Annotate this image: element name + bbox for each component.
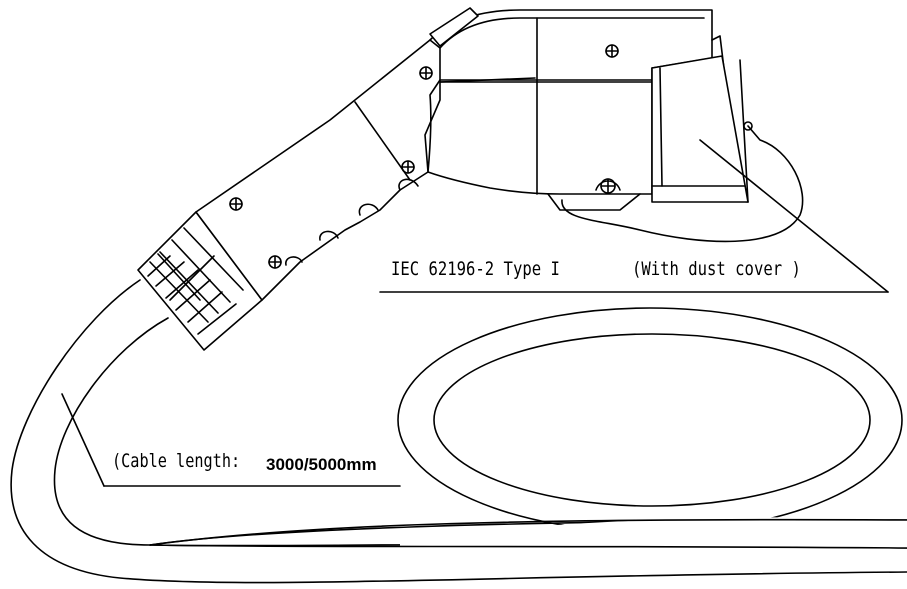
cable-length-label: (Cable length: [112, 450, 241, 472]
connector-head [427, 7, 804, 243]
strain-relief [137, 211, 263, 351]
leader-lines [61, 139, 889, 487]
dust-cover-label: (With dust cover ) [632, 258, 801, 280]
cable-length-value: 3000/5000mm [266, 455, 377, 474]
connector-type-label: IEC 62196-2 Type I [391, 258, 560, 280]
handle [195, 39, 441, 301]
